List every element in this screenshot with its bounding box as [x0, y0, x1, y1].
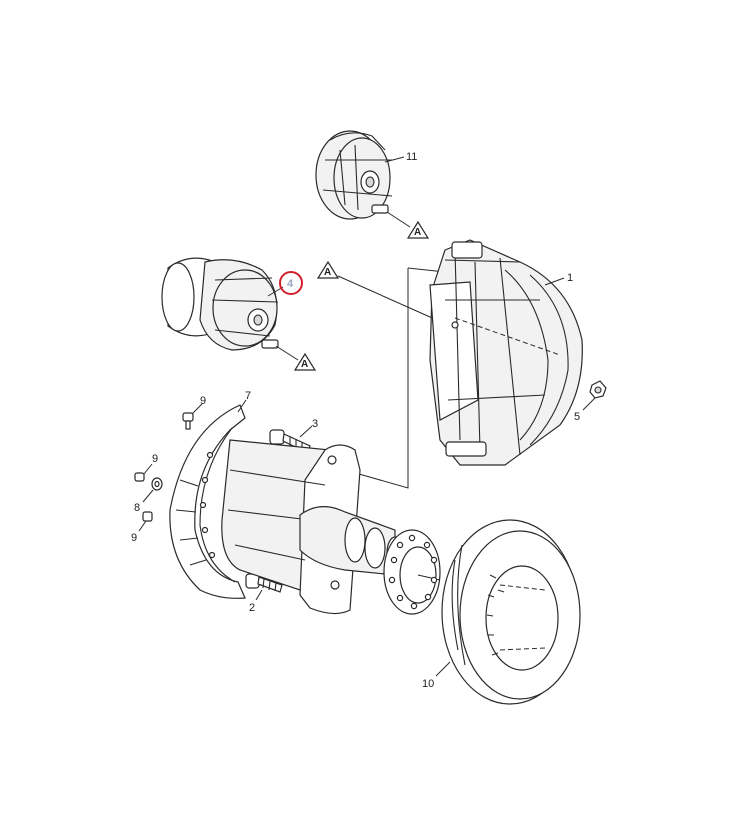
- part-2-bolt: 2: [245, 573, 283, 614]
- callout-1-label: 1: [567, 272, 573, 284]
- callout-10: 10: [422, 661, 451, 690]
- callout-4: 4: [267, 271, 303, 297]
- marker-a-caliper: A: [316, 260, 449, 326]
- callout-1: 1: [544, 272, 573, 286]
- callout-2-label: 2: [249, 602, 255, 614]
- part-9-bolt-bottom: 9: [131, 511, 153, 544]
- marker-a-left-label: A: [301, 359, 308, 370]
- marker-a-caliper-label: A: [324, 267, 331, 278]
- part-7-dust-shield: [169, 404, 246, 599]
- part-5-nut: 5: [574, 380, 607, 423]
- highlight-circle: [279, 271, 303, 295]
- part-10-brake-disc: [441, 519, 581, 705]
- callout-9c-label: 9: [131, 532, 137, 544]
- part-11-brake-chamber: [315, 130, 393, 220]
- callout-9a-label: 9: [200, 395, 206, 407]
- assembly-bracket-line: [351, 268, 409, 489]
- callout-7: 7: [237, 390, 251, 413]
- part-1-caliper: [429, 239, 583, 466]
- marker-a-top-label: A: [414, 227, 421, 238]
- marker-a-left: A: [275, 345, 317, 371]
- callout-9b-label: 9: [152, 453, 158, 465]
- callout-8-label: 8: [134, 502, 140, 514]
- part-9-bolt-top: 9: [182, 395, 206, 430]
- callout-4-label: 4: [287, 278, 294, 290]
- marker-a-top: A: [386, 211, 430, 239]
- callout-5-label: 5: [574, 411, 580, 423]
- part-9-bolt-middle: 9: [134, 453, 158, 482]
- callout-11-label: 11: [406, 151, 417, 163]
- part-4-brake-chamber: [161, 257, 279, 351]
- part-8-washer: 8: [134, 477, 163, 514]
- callout-11: 11: [384, 151, 417, 163]
- hub-flange: [383, 529, 441, 615]
- callout-10-label: 10: [422, 678, 434, 690]
- callout-7-label: 7: [245, 390, 251, 402]
- callout-3-label: 3: [312, 418, 318, 430]
